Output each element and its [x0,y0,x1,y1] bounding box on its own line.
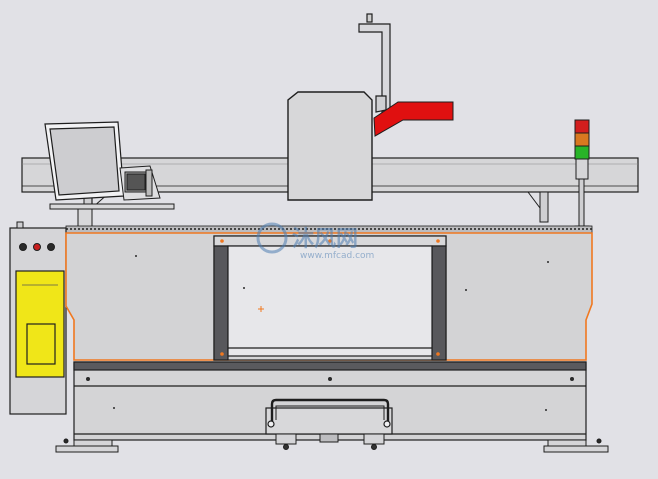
service-window [213,235,447,361]
drawer-handle[interactable] [265,398,393,435]
monitor-shelf [49,203,175,232]
red-spindle-arm [373,101,454,137]
watermark: 沐风网 www.mfcad.com [256,222,374,261]
control-buttons [16,221,55,251]
control-cabinet [9,227,67,415]
watermark-url: www.mfcad.com [300,251,374,261]
base-feet [55,433,609,453]
spindle-head [287,91,373,201]
watermark-brand: 沐风网 [292,227,358,252]
monitor [44,121,125,206]
keyboard-pendant [119,165,161,201]
panel-screws [86,255,574,411]
signal-tower-light [574,119,590,232]
center-marker [258,306,264,312]
